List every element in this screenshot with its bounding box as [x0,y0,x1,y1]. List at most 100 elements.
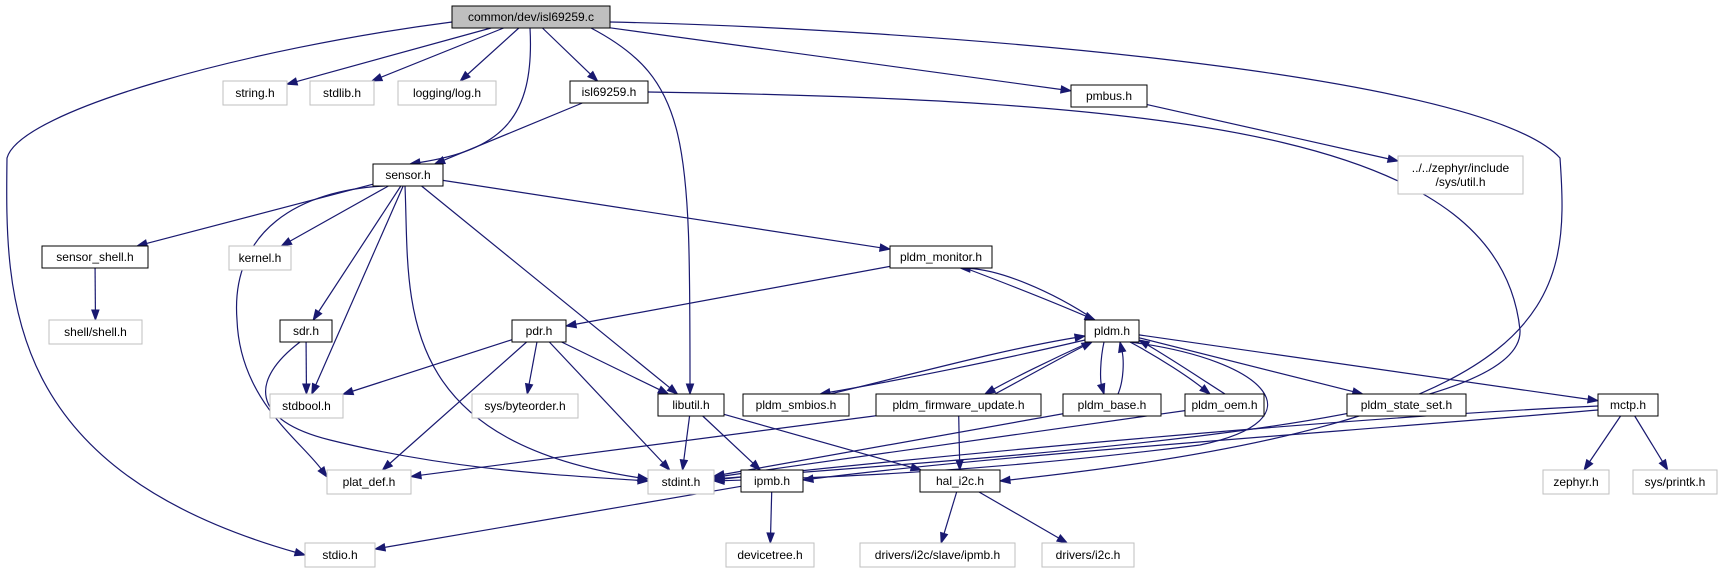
edge-n0-n30 [6,21,453,557]
edge-n13-n17 [561,341,670,395]
edge-line [419,415,877,476]
edge-n13-n15 [341,339,513,396]
node-box [875,393,1042,417]
file-node-ipmb-h[interactable]: ipmb.h [740,469,804,493]
file-node-libutil-h[interactable]: libutil.h [657,393,725,417]
node-label: drivers/i2c/slave/ipmb.h [875,548,1000,562]
file-node-pdr-h[interactable]: pdr.h [511,319,567,343]
edge-line [722,410,1186,477]
node-label: common/dev/isl69259.c [468,10,594,24]
edge-arrowhead [311,382,320,396]
edge-n23-n28 [1583,415,1622,472]
edge-n23-n25 [712,405,1599,484]
file-node-logging-log-h: logging/log.h [397,80,497,106]
node-label: plat_def.h [343,475,396,489]
edge-arrowhead [749,459,762,472]
edge-n23-n29 [1634,415,1669,472]
node-label: mctp.h [1610,398,1646,412]
file-node-stdlib-h: stdlib.h [309,80,375,106]
file-node-pldm-base-h[interactable]: pldm_base.h [1062,393,1162,417]
edge-n12-n25 [265,341,650,485]
file-node-pldm-smbios-h[interactable]: pldm_smbios.h [742,393,850,417]
edge-n4-n7 [433,102,583,165]
edge-line [314,185,404,387]
edge-line [770,491,773,535]
edge-line [235,185,386,471]
node-box [41,245,149,269]
edge-arrowhead [91,309,100,322]
node-box [647,469,715,495]
file-node-pldm-monitor-h[interactable]: pldm_monitor.h [889,245,993,269]
edge-arrowhead [381,459,394,471]
edge-arrowhead [801,474,814,483]
edge-n10-n14 [964,267,1097,321]
node-box [1397,155,1524,195]
edge-line [1138,337,1355,393]
dependency-edges [6,21,1669,557]
file-node-isl69259-h[interactable]: isl69259.h [569,80,649,104]
edge-n14-n23 [1138,334,1600,404]
edge-arrowhead [878,243,892,252]
edge-line [388,341,528,465]
edge-arrowhead [293,547,307,557]
file-node-sensor-h[interactable]: sensor.h [372,163,444,187]
node-box [48,319,143,345]
edge-arrowhead [370,73,384,82]
node-box [1084,319,1140,343]
edge-line [1146,343,1226,395]
node-box [511,319,567,343]
edge-n7-n10 [442,179,892,252]
edge-line [442,179,882,249]
edge-arrowhead [657,385,670,395]
node-label: pdr.h [526,324,553,338]
node-label: pldm_oem.h [1191,398,1257,412]
edge-arrowhead [1137,339,1151,350]
file-node-sdr-h[interactable]: sdr.h [279,319,333,343]
edge-n14-n18 [818,339,1086,397]
edge-line [992,341,1091,391]
edge-n12-n15 [302,341,311,396]
edge-arrowhead [1096,382,1106,396]
edge-line [317,185,402,313]
file-node-sensor-shell-h[interactable]: sensor_shell.h [41,245,149,269]
edge-line [647,91,1521,479]
edge-line [1146,103,1390,160]
edge-arrowhead [659,459,671,472]
file-node-kernel-h: kernel.h [228,245,292,271]
edge-line [288,185,389,243]
edge-n14-n21 [1129,341,1212,395]
file-node-pldm-oem-h[interactable]: pldm_oem.h [1184,393,1265,417]
edge-arrowhead [280,237,293,247]
edge-arrowhead [940,531,949,545]
edge-arrowhead [1055,534,1069,544]
edge-arrowhead [1073,333,1087,342]
file-node-pldm-h[interactable]: pldm.h [1084,319,1140,343]
file-node-pldm-state-set-h[interactable]: pldm_state_set.h [1346,393,1467,417]
edge-line [145,183,374,245]
node-box [569,80,649,104]
edge-n27-n32 [940,491,958,545]
edge-arrowhead [983,385,997,395]
edge-line [351,339,513,393]
node-box [1632,469,1718,495]
file-node-pmbus-h[interactable]: pmbus.h [1070,84,1148,108]
edge-n23-n26 [801,409,1599,483]
node-box [742,393,850,417]
edge-line [609,27,1063,91]
edge-arrowhead [766,532,775,545]
edge-n18-n14 [829,333,1087,395]
file-node-pldm-firmware-update-h[interactable]: pldm_firmware_update.h [875,393,1042,417]
edge-line [683,415,691,462]
file-node-drivers-i2c-slave-ipmb-h: drivers/i2c/slave/ipmb.h [859,542,1016,568]
file-node-hal-i2c-h[interactable]: hal_i2c.h [919,469,1001,493]
edge-n21-n14 [1137,339,1226,395]
file-node-common-dev-isl69259-c: common/dev/isl69259.c [451,5,611,29]
edge-n0-n4 [542,27,599,83]
edge-n8-n11 [91,267,100,322]
file-node-mctp-h[interactable]: mctp.h [1597,393,1659,417]
file-node-stdint-h: stdint.h [647,469,715,495]
edge-n27-n33 [978,491,1069,544]
edge-arrowhead [1583,458,1594,472]
edge-line [528,341,538,386]
